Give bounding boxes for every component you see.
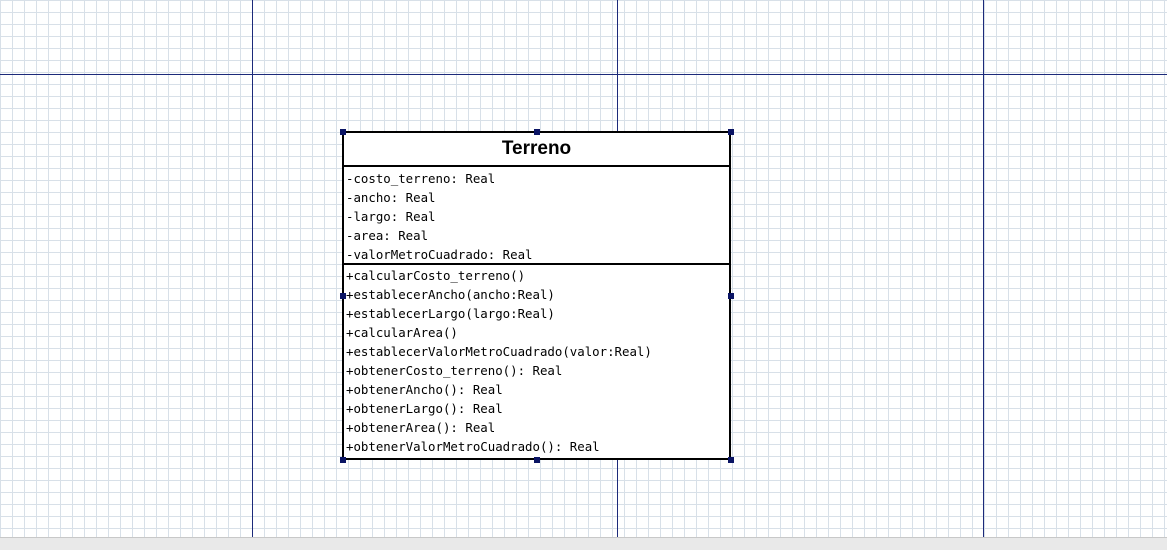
operation-item: +obtenerAncho(): Real: [346, 382, 503, 397]
operation-item: +establecerValorMetroCuadrado(valor:Real…: [346, 344, 652, 359]
attribute-item: -largo: Real: [346, 209, 436, 224]
resize-handle-bottom[interactable]: [534, 457, 540, 463]
page-break-vertical: [252, 0, 253, 537]
page-break-horizontal: [0, 74, 1167, 75]
horizontal-scrollbar[interactable]: [0, 537, 1167, 550]
uml-class-box[interactable]: Terreno -costo_terreno: Real -ancho: Rea…: [342, 131, 731, 460]
resize-handle-bottom-left[interactable]: [340, 457, 346, 463]
resize-handle-right[interactable]: [728, 293, 734, 299]
attribute-item: -area: Real: [346, 228, 429, 243]
resize-handle-top[interactable]: [534, 129, 540, 135]
class-name: Terreno: [344, 133, 729, 167]
operation-item: +obtenerCosto_terreno(): Real: [346, 363, 563, 378]
operation-item: +establecerLargo(largo:Real): [346, 306, 555, 321]
attribute-item: -costo_terreno: Real: [346, 171, 496, 186]
resize-handle-left[interactable]: [340, 293, 346, 299]
operation-item: +obtenerValorMetroCuadrado(): Real: [346, 439, 600, 454]
operation-item: +obtenerArea(): Real: [346, 420, 496, 435]
page-break-vertical: [983, 0, 984, 537]
operation-item: +obtenerLargo(): Real: [346, 401, 503, 416]
operation-item: +establecerAncho(ancho:Real): [346, 287, 555, 302]
diagram-canvas[interactable]: Terreno -costo_terreno: Real -ancho: Rea…: [0, 0, 1167, 537]
operation-item: +calcularArea(): [346, 325, 458, 340]
resize-handle-top-right[interactable]: [728, 129, 734, 135]
operations-compartment: +calcularCosto_terreno() +establecerAnch…: [344, 265, 729, 456]
attribute-item: -ancho: Real: [346, 190, 436, 205]
resize-handle-bottom-right[interactable]: [728, 457, 734, 463]
attribute-item: -valorMetroCuadrado: Real: [346, 247, 533, 262]
resize-handle-top-left[interactable]: [340, 129, 346, 135]
operation-item: +calcularCosto_terreno(): [346, 268, 526, 283]
attributes-compartment: -costo_terreno: Real -ancho: Real -largo…: [344, 167, 729, 265]
